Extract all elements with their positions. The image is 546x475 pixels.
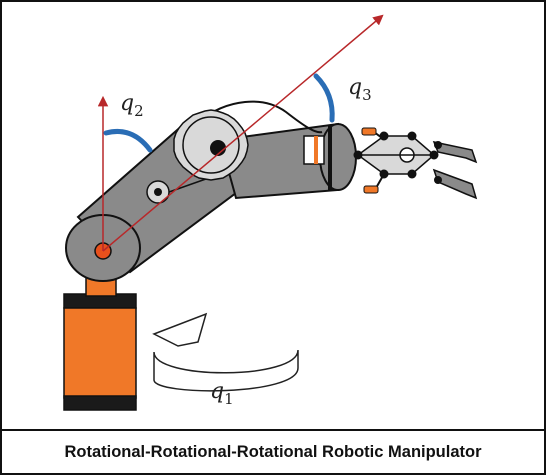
- q3-label: q3: [348, 75, 372, 104]
- q3-angle-arc: [313, 73, 335, 123]
- base-body: [63, 307, 137, 399]
- wrist-actuator-accent: [314, 136, 318, 164]
- figure-area: q2 q3 q1: [2, 2, 544, 429]
- q2-label: q2: [120, 91, 144, 120]
- elbow-gear-hub: [210, 140, 226, 156]
- elbow-gear: [173, 109, 249, 181]
- figure-caption: Rotational-Rotational-Rotational Robotic…: [64, 442, 482, 461]
- q2-angle-arc: [103, 128, 153, 153]
- q1-label: q1: [210, 379, 234, 408]
- gripper-lower-finger: [432, 168, 478, 200]
- robot-base: [63, 293, 137, 411]
- base-bottom-cap: [63, 395, 137, 411]
- forearm-link: [218, 122, 357, 200]
- base-rotation-arrow-head: [152, 312, 208, 347]
- robot-arm-illustration: q2 q3 q1: [63, 14, 478, 411]
- gripper-upper-finger: [432, 140, 478, 164]
- base-rotation-arrow: [153, 349, 299, 392]
- caption-bar: Rotational-Rotational-Rotational Robotic…: [2, 429, 544, 473]
- drive-belt: [197, 100, 323, 134]
- gripper: [353, 127, 478, 200]
- forearm-end: [319, 123, 357, 191]
- arm-axis-arrow: [102, 14, 384, 252]
